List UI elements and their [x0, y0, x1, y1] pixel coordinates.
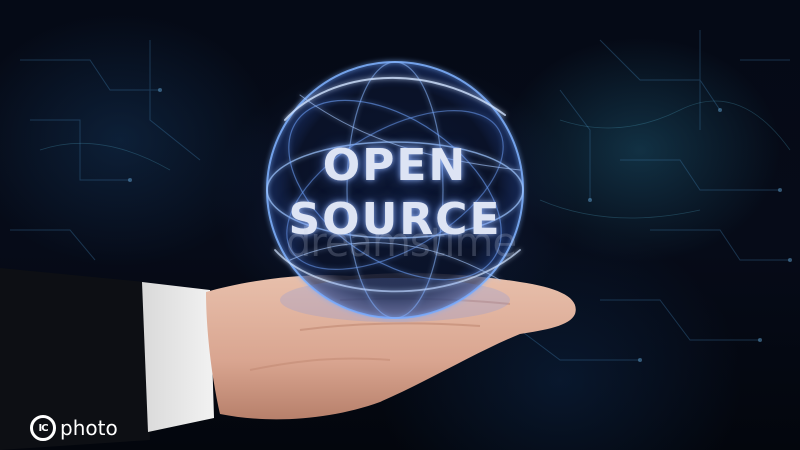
jacket-sleeve: [0, 268, 150, 450]
hologram-text-line-1: OPEN: [322, 140, 468, 191]
ic-photo-logo-icon: IC: [30, 415, 56, 441]
watermark: dreamstime: [285, 220, 517, 266]
brand-mark: IC photo: [30, 413, 118, 443]
brand-name: photo: [60, 416, 118, 440]
shirt-cuff: [142, 282, 214, 432]
palm: [206, 273, 576, 420]
hologram-text-line-2: SOURCE: [288, 194, 502, 245]
